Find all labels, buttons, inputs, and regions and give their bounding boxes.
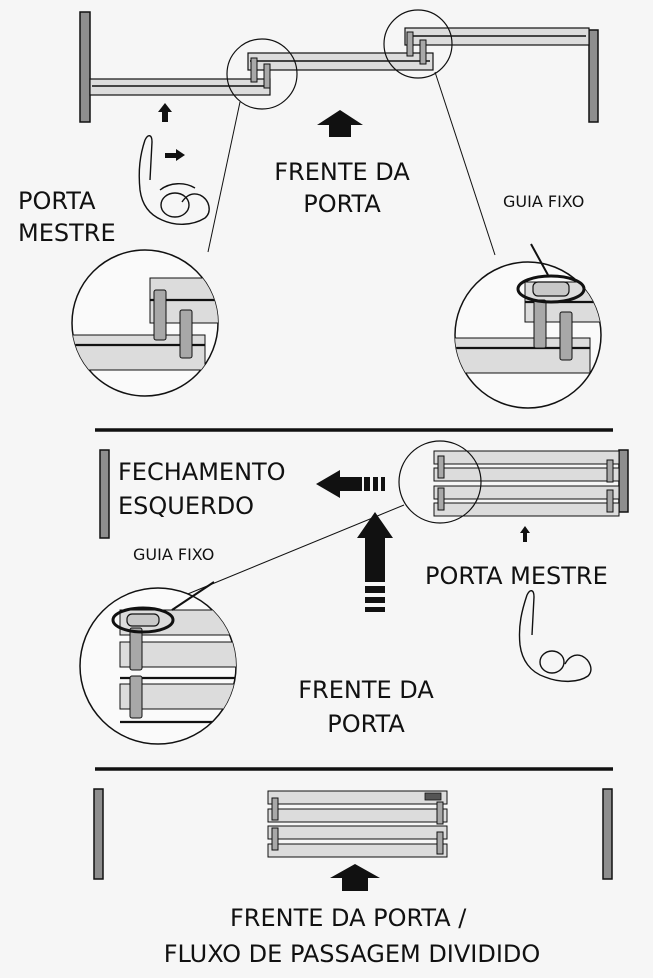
hand-pointing-icon xyxy=(138,135,210,225)
arrow-up-icon xyxy=(158,103,172,122)
hinge-detail-2 xyxy=(406,31,427,65)
magnifier-detail-left xyxy=(71,249,219,397)
magnifier-detail-fixed-guide xyxy=(79,581,237,745)
arrow-up-icon xyxy=(520,526,530,542)
section-bottom: FRENTE DA PORTA / FLUXO DE PASSAGEM DIVI… xyxy=(93,788,613,968)
guia-fixo-label-2: GUIA FIXO xyxy=(133,545,214,564)
arrow-up-icon xyxy=(357,512,393,612)
arrow-up-icon xyxy=(330,864,380,891)
door-panel-2 xyxy=(247,52,434,71)
porta-mestre-label-2: PORTA MESTRE xyxy=(425,562,608,590)
frente-fluxo-label: FRENTE DA PORTA / FLUXO DE PASSAGEM DIVI… xyxy=(164,904,541,968)
magnifier-circle-icon xyxy=(398,440,482,524)
door-panel-1 xyxy=(89,78,271,96)
fixed-guide-highlight xyxy=(516,274,586,304)
arrow-right-icon xyxy=(165,149,185,161)
arrow-up-icon xyxy=(317,110,363,137)
wall-post-right xyxy=(618,449,629,513)
arrow-left-icon xyxy=(316,470,385,498)
door-panel-3 xyxy=(404,27,590,46)
wall-post-left xyxy=(99,449,110,539)
magnifier-detail-right xyxy=(454,243,602,409)
wall-post-right xyxy=(588,29,599,123)
wall-post-right xyxy=(602,788,613,880)
wall-post-left xyxy=(93,788,104,880)
stacked-door-panels-centered xyxy=(267,790,448,858)
guia-fixo-label-1: GUIA FIXO xyxy=(503,192,584,211)
hand-pointing-icon xyxy=(518,590,592,683)
stacked-door-panels xyxy=(433,450,620,517)
wall-post-left xyxy=(79,11,91,123)
magnifier-circle-icon xyxy=(383,9,453,79)
hinge-detail-1 xyxy=(250,57,271,89)
fixed-guide-highlight xyxy=(111,606,175,634)
magnifier-circle-icon xyxy=(226,38,298,110)
